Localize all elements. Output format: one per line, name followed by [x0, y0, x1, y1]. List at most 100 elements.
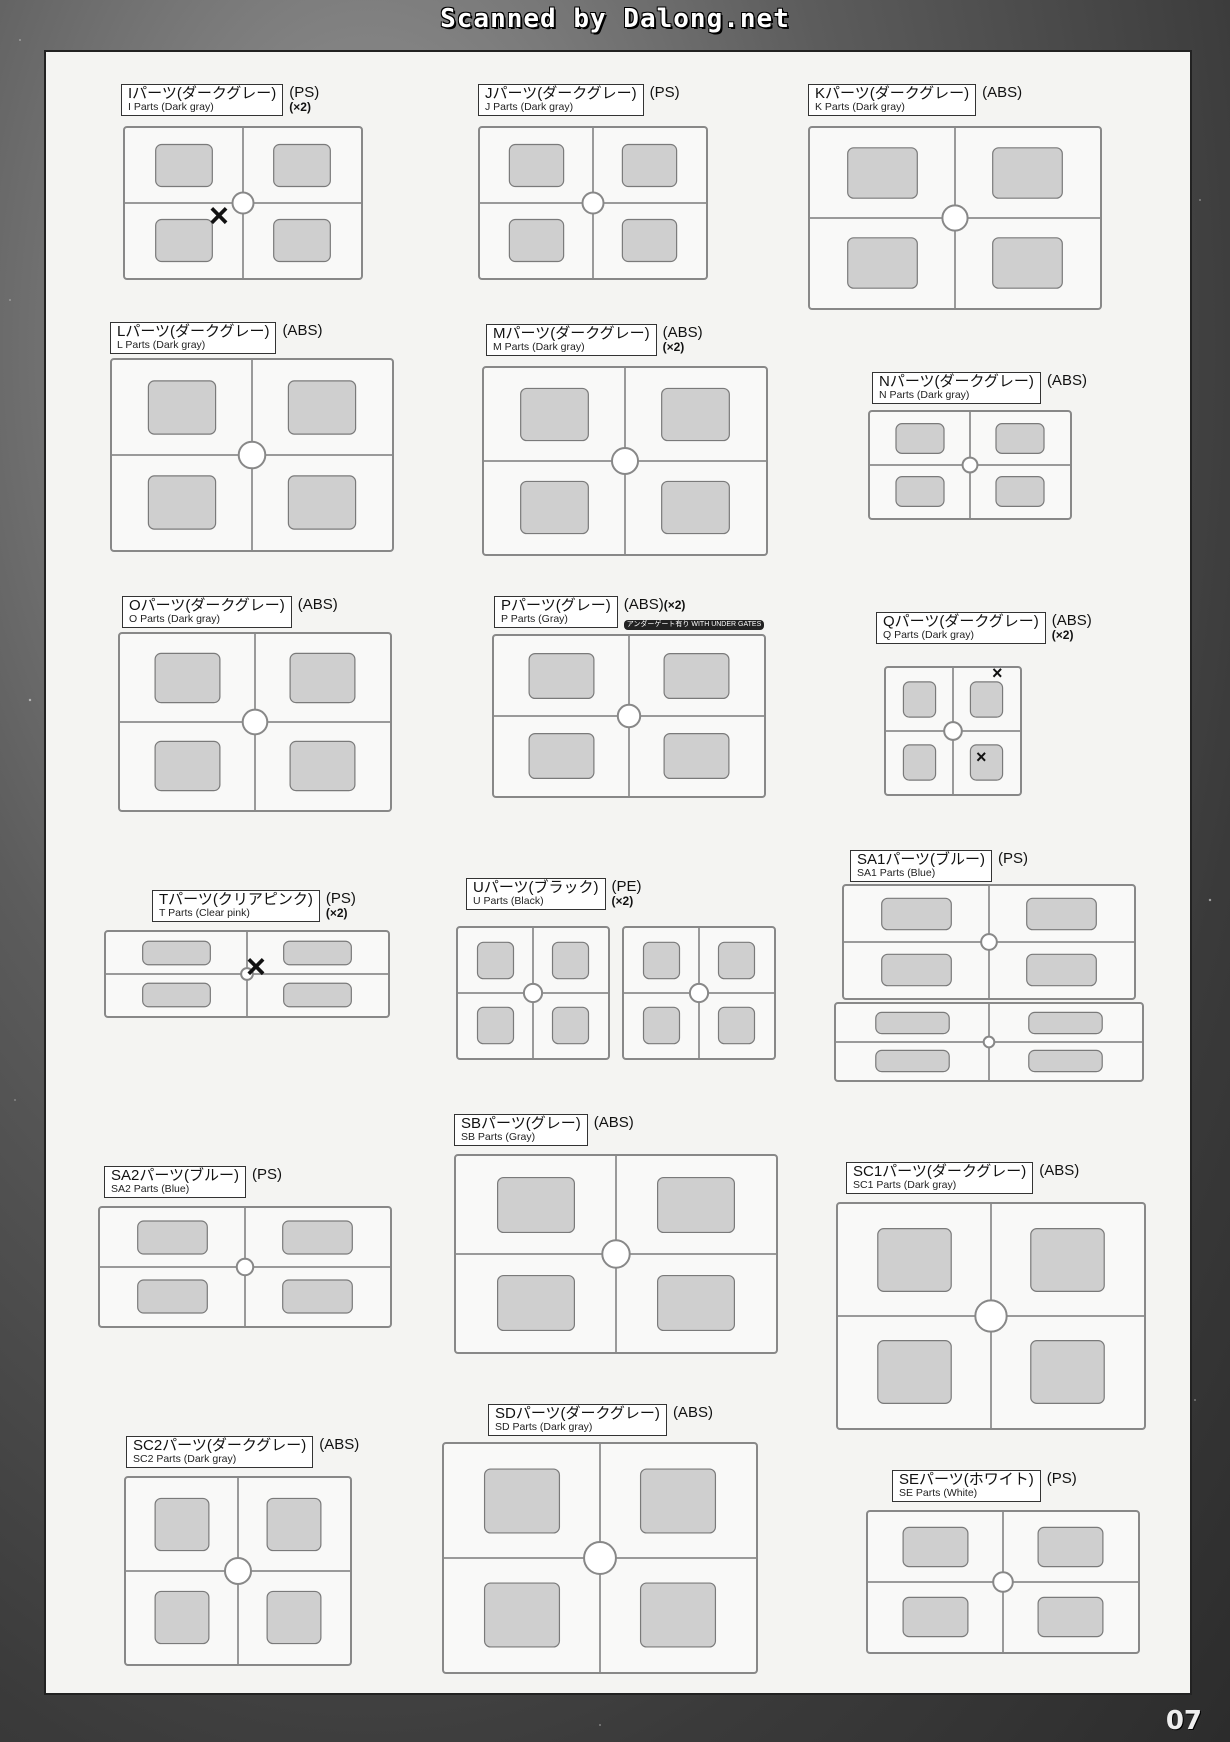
- material: (PS): [325, 890, 356, 907]
- unused-part-mark: ×: [209, 197, 229, 235]
- quantity: (×2): [1051, 628, 1074, 643]
- plastic-part: [877, 1228, 952, 1292]
- sprue-hub: [992, 1571, 1014, 1593]
- parts-panel-sd: SDパーツ(ダークグレー)SD Parts (Dark gray) (ABS): [442, 1404, 782, 1704]
- plastic-part: [661, 387, 730, 442]
- material: (PS): [649, 84, 680, 101]
- plastic-part: [137, 1220, 208, 1255]
- material: (ABS): [662, 324, 703, 341]
- runner-frame: [442, 1442, 758, 1674]
- material: (ABS): [1046, 372, 1087, 389]
- plastic-part: [266, 1590, 322, 1645]
- parts-panel-sc1: SC1パーツ(ダークグレー)SC1 Parts (Dark gray) (ABS…: [836, 1162, 1176, 1472]
- parts-name-jp: Nパーツ(ダークグレー): [879, 373, 1034, 390]
- parts-label: SDパーツ(ダークグレー)SD Parts (Dark gray) (ABS): [488, 1404, 713, 1436]
- runner-parts-drawing: [870, 412, 1070, 518]
- sprue-hub: [980, 933, 998, 951]
- plastic-part: [1030, 1340, 1105, 1404]
- quantity: (×2): [662, 340, 685, 355]
- runner-frame: [836, 1202, 1146, 1430]
- plastic-part: [154, 1590, 210, 1645]
- parts-name-en: SA2 Parts (Blue): [111, 1182, 190, 1195]
- plastic-part: [639, 1468, 717, 1534]
- parts-panel-m: Mパーツ(ダークグレー)M Parts (Dark gray) (ABS)(×2…: [482, 324, 826, 564]
- plastic-part: [663, 653, 730, 699]
- plastic-part: [155, 218, 213, 263]
- quantity: (×2): [289, 100, 311, 115]
- parts-panel-o: Oパーツ(ダークグレー)O Parts (Dark gray) (ABS): [118, 596, 422, 826]
- sprue-hub: [961, 456, 979, 474]
- plastic-part: [902, 681, 937, 718]
- parts-name-en: L Parts (Dark gray): [117, 338, 206, 351]
- parts-panel-p: Pパーツ(グレー)P Parts (Gray) (ABS)(×2)アンダーゲート…: [492, 596, 814, 826]
- plastic-part: [528, 653, 595, 699]
- parts-panel-j: Jパーツ(ダークグレー)J Parts (Dark gray) (PS): [478, 84, 728, 324]
- parts-label: SEパーツ(ホワイト)SE Parts (White) (PS): [892, 1470, 1077, 1502]
- parts-name-jp: SEパーツ(ホワイト): [899, 1471, 1034, 1488]
- parts-panel-sb: SBパーツ(グレー)SB Parts (Gray) (ABS): [454, 1114, 778, 1414]
- sprue-hub: [982, 1035, 996, 1049]
- runner-parts-drawing: [836, 1004, 1142, 1080]
- runner-parts-drawing: [125, 128, 361, 278]
- plastic-part: [875, 1049, 950, 1073]
- parts-label: Uパーツ(ブラック)U Parts (Black) (PE)(×2): [466, 878, 642, 910]
- plastic-part: [992, 147, 1063, 199]
- plastic-part: [657, 1274, 736, 1332]
- parts-panel-k: Kパーツ(ダークグレー)K Parts (Dark gray) (ABS): [808, 84, 1148, 334]
- plastic-part: [147, 380, 217, 435]
- sprue-hub: [240, 967, 254, 981]
- parts-name-jp: Kパーツ(ダークグレー): [815, 85, 970, 102]
- plastic-part: [902, 1596, 969, 1638]
- plastic-part: [283, 940, 352, 966]
- material: (ABS): [282, 322, 323, 339]
- runner-frame: [868, 410, 1072, 520]
- parts-name-jp: Uパーツ(ブラック): [473, 879, 599, 896]
- plastic-part: [266, 1497, 322, 1552]
- runner-parts-drawing: [480, 128, 706, 278]
- plastic-part: [847, 147, 918, 199]
- plastic-part: [875, 1011, 950, 1035]
- material: (ABS): [593, 1114, 634, 1131]
- parts-name-jp: Mパーツ(ダークグレー): [493, 325, 650, 342]
- plastic-part: [657, 1176, 736, 1234]
- under-gate-badge: アンダーゲート有り WITH UNDER GATES: [623, 620, 765, 631]
- parts-panel-q: Qパーツ(ダークグレー)Q Parts (Dark gray) (ABS)(×2…: [876, 612, 1136, 832]
- plastic-part: [282, 1279, 353, 1314]
- plastic-part: [621, 218, 678, 263]
- parts-label: Lパーツ(ダークグレー)L Parts (Dark gray) (ABS): [110, 322, 322, 354]
- parts-label: Kパーツ(ダークグレー)K Parts (Dark gray) (ABS): [808, 84, 1022, 116]
- material: (PS): [1046, 1470, 1077, 1487]
- plastic-part: [154, 652, 221, 704]
- runner-frame: [454, 1154, 778, 1354]
- parts-name-en: P Parts (Gray): [501, 612, 568, 625]
- plastic-part: [847, 237, 918, 289]
- sprue-hub: [235, 1257, 255, 1277]
- parts-name-en: SB Parts (Gray): [461, 1130, 536, 1143]
- plastic-part: [483, 1468, 561, 1534]
- sprue-hub: [974, 1299, 1008, 1333]
- sprue-hub: [241, 708, 269, 736]
- parts-name-jp: Qパーツ(ダークグレー): [883, 613, 1039, 630]
- plastic-part: [995, 423, 1045, 454]
- runner-parts-drawing: [456, 1156, 776, 1352]
- material: (PS): [289, 84, 320, 101]
- sprue-hub: [231, 191, 255, 215]
- parts-label: Nパーツ(ダークグレー)N Parts (Dark gray) (ABS): [872, 372, 1087, 404]
- parts-panel-i: Iパーツ(ダークグレー)I Parts (Dark gray) (PS)(×2)…: [121, 84, 421, 324]
- material: (PE): [611, 878, 642, 895]
- sprue-hub: [583, 1541, 617, 1575]
- plastic-part: [528, 732, 595, 779]
- runner-frame: [98, 1206, 392, 1328]
- plastic-part: [142, 940, 211, 966]
- runner-frame: [482, 366, 768, 556]
- parts-label: SA2パーツ(ブルー)SA2 Parts (Blue) (PS): [104, 1166, 282, 1198]
- runner-parts-drawing: [126, 1478, 350, 1664]
- sprue-hub: [522, 982, 544, 1004]
- runner-frame: [622, 926, 776, 1060]
- parts-label: SBパーツ(グレー)SB Parts (Gray) (ABS): [454, 1114, 634, 1146]
- parts-name-en: J Parts (Dark gray): [485, 100, 574, 113]
- unused-part-mark: ×: [992, 663, 1003, 683]
- runner-parts-drawing: [112, 360, 392, 550]
- scan-credit: Scanned by Dalong.net: [440, 4, 790, 34]
- parts-name-jp: SA1パーツ(ブルー): [857, 851, 986, 868]
